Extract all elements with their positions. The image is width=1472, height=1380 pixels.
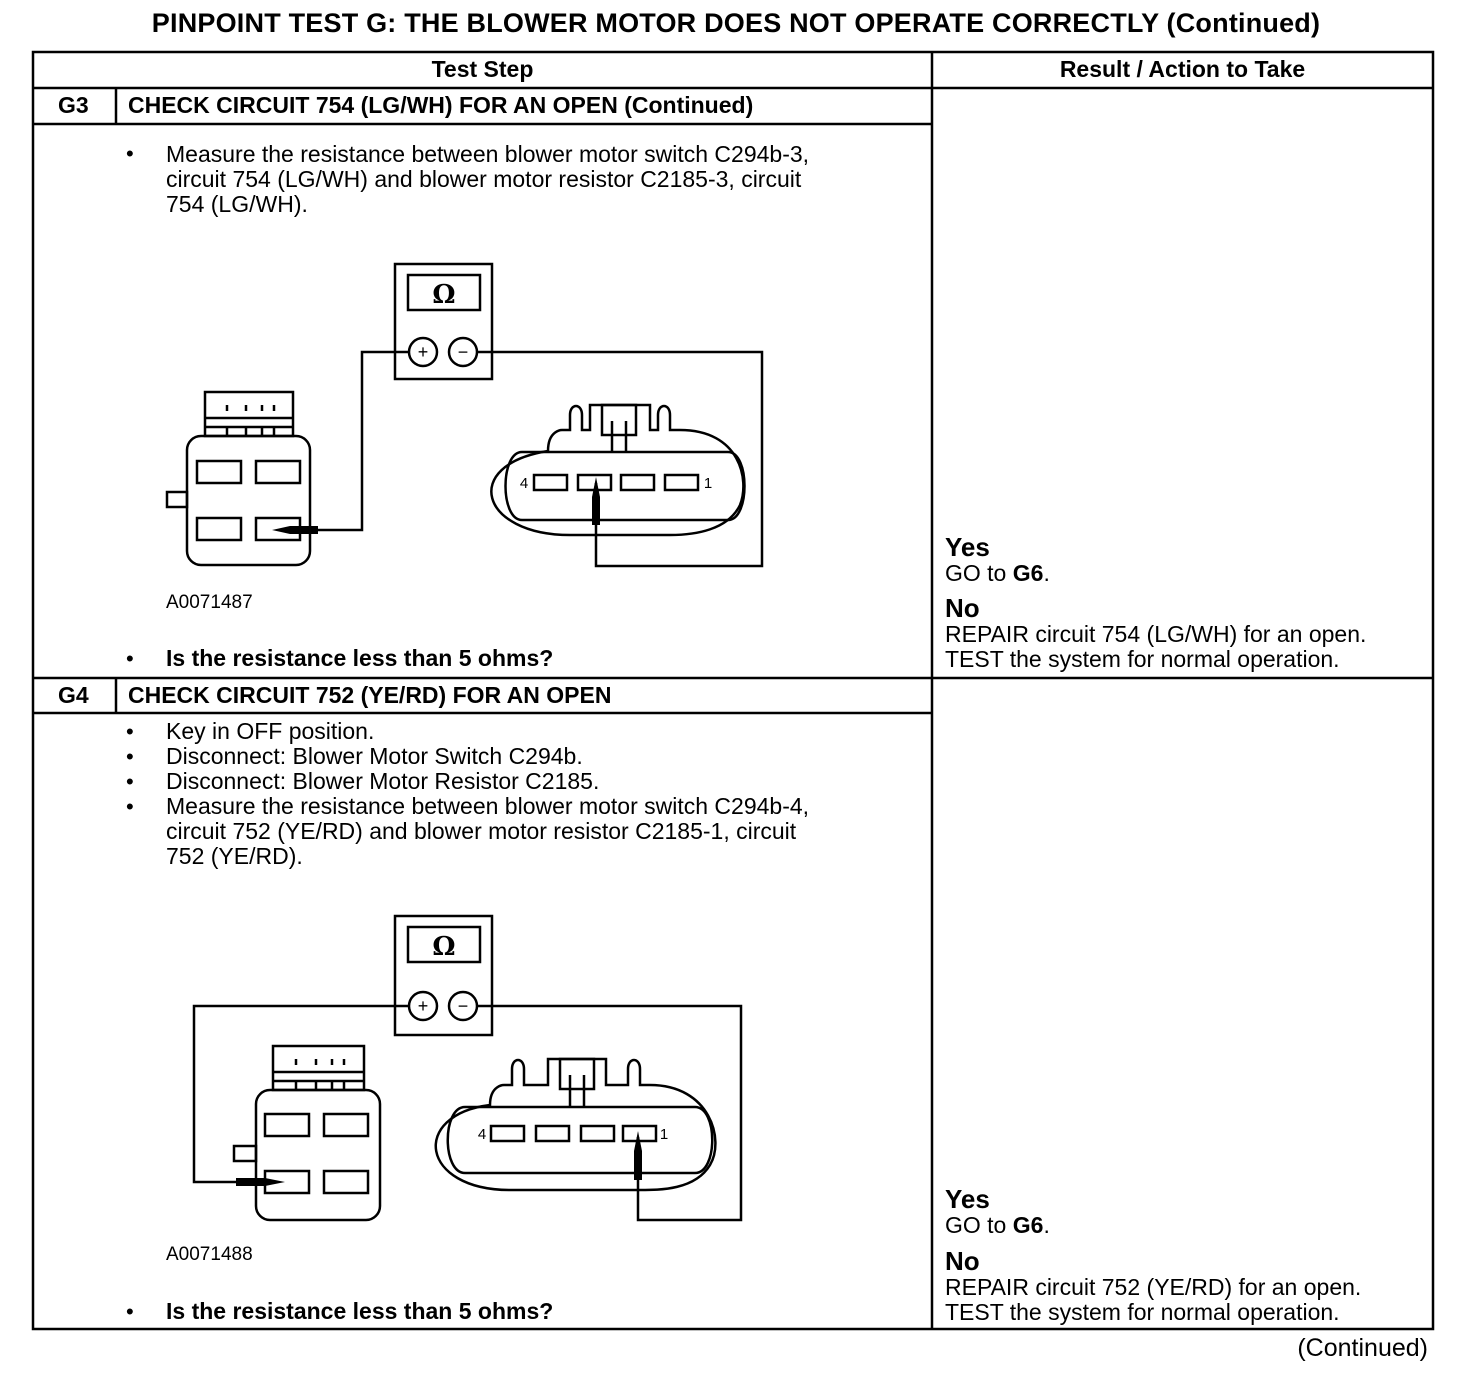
bullet-icon: • xyxy=(126,744,134,769)
page-title: PINPOINT TEST G: THE BLOWER MOTOR DOES N… xyxy=(151,8,1321,38)
instruction-line: Key in OFF position. xyxy=(166,718,375,744)
instruction-line: Disconnect: Blower Motor Resistor C2185. xyxy=(166,768,600,794)
pin-label: 4 xyxy=(478,1126,486,1143)
instruction-line: circuit 754 (LG/WH) and blower motor res… xyxy=(166,166,802,192)
continued-note: (Continued) xyxy=(1297,1334,1428,1362)
figure-id: A0071487 xyxy=(166,592,253,613)
column-header-test-step: Test Step xyxy=(431,56,534,82)
plus-terminal: + xyxy=(418,342,429,362)
step-question: Is the resistance less than 5 ohms? xyxy=(166,645,554,671)
blower-motor-resistor-connector-icon xyxy=(490,403,745,537)
yes-action: GO to G6. xyxy=(945,1212,1050,1238)
no-action-test: TEST the system for normal operation. xyxy=(945,1299,1340,1325)
no-action-test: TEST the system for normal operation. xyxy=(945,646,1340,672)
blower-motor-switch-connector-icon xyxy=(254,1088,382,1222)
minus-terminal: − xyxy=(458,996,469,1016)
column-header-result: Result / Action to Take xyxy=(1059,56,1306,82)
bullet-icon: • xyxy=(126,794,134,819)
yes-label: Yes xyxy=(945,1184,990,1214)
yes-label: Yes xyxy=(945,532,990,562)
instruction-line: Disconnect: Blower Motor Switch C294b. xyxy=(166,743,583,769)
bullet-icon: • xyxy=(126,719,134,744)
figure-id: A0071488 xyxy=(166,1244,253,1265)
instruction-line: circuit 752 (YE/RD) and blower motor res… xyxy=(166,818,797,844)
step-heading: CHECK CIRCUIT 754 (LG/WH) FOR AN OPEN (C… xyxy=(128,92,754,118)
instruction-line: Measure the resistance between blower mo… xyxy=(166,793,810,819)
minus-terminal: − xyxy=(458,342,469,362)
ohm-symbol: Ω xyxy=(432,932,455,962)
bullet-icon: • xyxy=(126,646,134,671)
no-label: No xyxy=(945,1246,980,1276)
plus-terminal: + xyxy=(418,996,429,1016)
step-heading: CHECK CIRCUIT 752 (YE/RD) FOR AN OPEN xyxy=(128,682,612,708)
bullet-icon: • xyxy=(126,769,134,794)
step-id: G3 xyxy=(58,92,89,118)
pin-label: 4 xyxy=(520,475,528,492)
no-action-repair: REPAIR circuit 754 (LG/WH) for an open. xyxy=(945,621,1367,647)
pin-label: 1 xyxy=(660,1126,668,1143)
instruction-line: 754 (LG/WH). xyxy=(166,191,308,217)
step-question: Is the resistance less than 5 ohms? xyxy=(166,1298,554,1324)
ohmmeter-icon xyxy=(393,262,494,381)
wiring-diagram-g3: Ω + − 4 1 xyxy=(165,262,764,568)
pin-label: 1 xyxy=(704,475,712,492)
wiring-diagram-g4: Ω + − 4 1 xyxy=(192,914,743,1222)
instruction-line: Measure the resistance between blower mo… xyxy=(166,141,810,167)
no-label: No xyxy=(945,593,980,623)
yes-target[interactable]: G6 xyxy=(1012,560,1044,586)
bullet-icon: • xyxy=(126,1299,134,1324)
bullet-icon: • xyxy=(126,141,134,166)
yes-target[interactable]: G6 xyxy=(1012,1212,1044,1238)
yes-action: GO to G6. xyxy=(945,560,1050,586)
no-action-repair: REPAIR circuit 752 (YE/RD) for an open. xyxy=(945,1274,1362,1300)
instruction-line: 752 (YE/RD). xyxy=(166,843,303,869)
blower-motor-switch-connector-icon xyxy=(185,434,312,567)
ohmmeter-icon xyxy=(393,914,494,1037)
blower-motor-resistor-connector-icon xyxy=(434,1057,717,1192)
ohm-symbol: Ω xyxy=(432,280,455,310)
step-id: G4 xyxy=(58,682,89,708)
